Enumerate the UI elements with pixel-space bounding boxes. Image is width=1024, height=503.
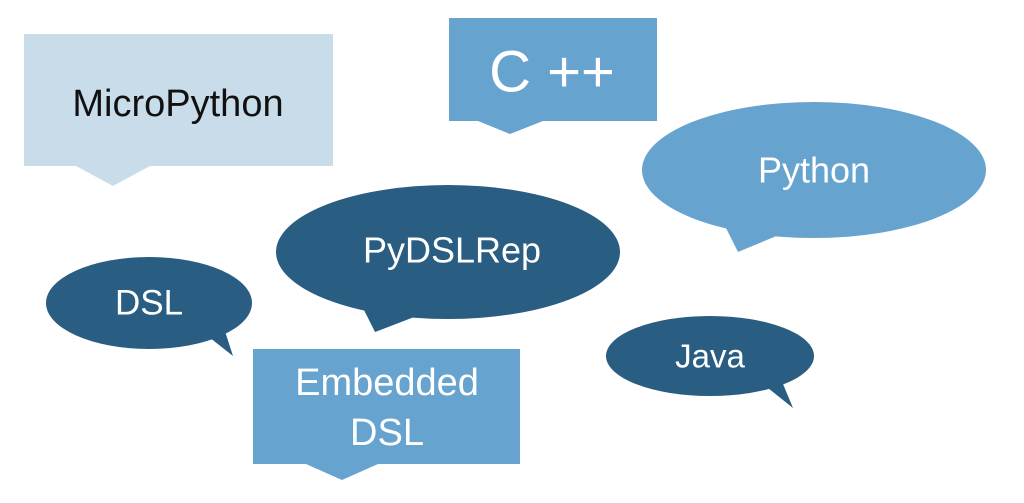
bubble-embedded-dsl: Embedded DSL	[253, 349, 520, 480]
bubble-cpp-label: C ++	[489, 40, 615, 105]
bubble-python-tail	[720, 216, 786, 252]
bubble-java-label: Java	[675, 338, 745, 375]
bubble-dsl-shape	[46, 257, 252, 349]
bubble-python-shape	[642, 102, 986, 238]
bubble-dsl-label: DSL	[115, 284, 183, 323]
bubble-cpp-shape	[449, 18, 657, 134]
bubble-java-shape	[606, 316, 814, 396]
bubble-dsl: DSL	[46, 257, 252, 356]
bubble-pydslrep-tail	[358, 298, 422, 332]
bubble-dsl-tail	[200, 322, 233, 356]
bubble-micropython-label: MicroPython	[72, 83, 283, 125]
bubble-embedded-dsl-label-line2: DSL	[350, 412, 424, 454]
bubble-cpp: C ++	[449, 18, 657, 134]
bubble-embedded-dsl-label-line1: Embedded	[295, 362, 479, 404]
bubble-micropython-shape	[24, 34, 333, 186]
bubble-java-tail	[758, 372, 793, 408]
bubble-embedded-dsl-shape	[253, 349, 520, 480]
bubble-java: Java	[606, 316, 814, 408]
bubble-micropython: MicroPython	[24, 34, 333, 186]
bubble-python-label: Python	[758, 150, 870, 191]
bubble-pydslrep-label: PyDSLRep	[363, 230, 541, 271]
bubble-pydslrep: PyDSLRep	[276, 185, 620, 332]
bubble-python: Python	[642, 102, 986, 252]
bubble-pydslrep-shape	[276, 185, 620, 319]
